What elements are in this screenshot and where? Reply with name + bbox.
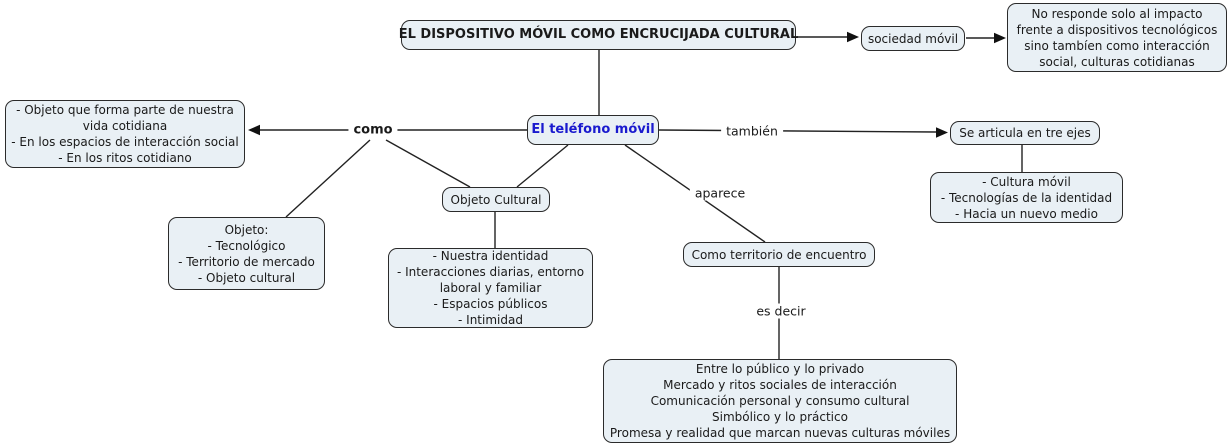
arrowhead-telefono-vida (248, 124, 260, 136)
node-objeto[interactable]: Objeto: - Tecnológico - Territorio de me… (168, 217, 325, 290)
node-impacto[interactable]: No responde solo al impacto frente a dis… (1007, 3, 1227, 72)
link-label-es-decir[interactable]: es decir (751, 303, 811, 319)
node-se-articula[interactable]: Se articula en tre ejes (950, 121, 1100, 145)
node-publico-privado[interactable]: Entre lo público y lo privado Mercado y … (603, 359, 957, 443)
edge-como-objetocultural (385, 139, 471, 188)
node-telefono-movil[interactable]: El teléfono móvil (527, 115, 659, 145)
arrowhead-telefono-searticula (936, 127, 948, 138)
link-label-aparece[interactable]: aparece (689, 185, 751, 201)
node-identidad[interactable]: - Nuestra identidad - Interacciones diar… (388, 248, 593, 328)
arrowhead-title-sociedad (847, 31, 859, 43)
node-vida-cotidiana[interactable]: - Objeto que forma parte de nuestra vida… (5, 100, 245, 168)
edge-como-objeto (285, 139, 371, 218)
node-tres-ejes[interactable]: - Cultura móvil - Tecnologías de la iden… (930, 172, 1123, 223)
node-sociedad-movil[interactable]: sociedad móvil (861, 26, 965, 51)
node-title[interactable]: EL DISPOSITIVO MÓVIL COMO ENCRUCIJADA CU… (399, 20, 798, 50)
node-territorio-encuentro[interactable]: Como territorio de encuentro (683, 242, 875, 267)
edge-telefono-searticula (658, 129, 937, 133)
arrowhead-sociedad-impacto (994, 32, 1006, 44)
link-label-tambien[interactable]: también (721, 123, 783, 139)
link-label-como[interactable]: como (348, 122, 398, 138)
node-objeto-cultural[interactable]: Objeto Cultural (442, 187, 550, 212)
edge-telefono-objetocultural (516, 144, 569, 188)
